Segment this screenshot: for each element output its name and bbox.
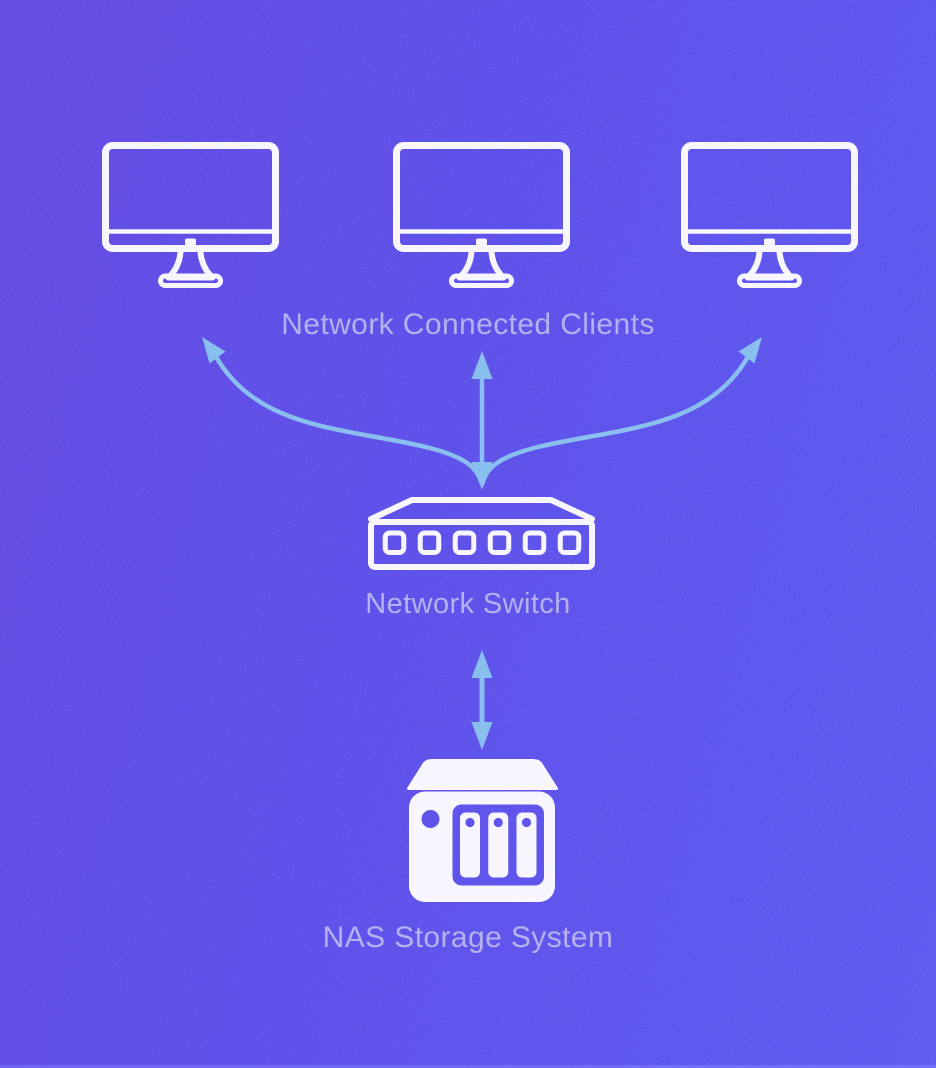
clients-label: Network Connected Clients [281, 308, 655, 341]
network-switch-icon [368, 497, 595, 570]
client-monitor-icon [102, 142, 279, 288]
nas-label: NAS Storage System [322, 921, 614, 954]
arrowhead-up [471, 650, 493, 678]
switch-to-clients-arrows [202, 337, 762, 490]
client-monitor-icon [681, 142, 858, 288]
client-monitor-icon [393, 142, 570, 288]
arrowhead-up [471, 351, 493, 379]
arrowhead-down [471, 722, 493, 750]
bottom-edge-highlight [0, 1065, 936, 1068]
nas-storage-icon [407, 759, 558, 902]
switch-to-nas-arrow [471, 650, 493, 750]
switch-label: Network Switch [365, 588, 571, 620]
arrowhead-down [471, 462, 493, 490]
